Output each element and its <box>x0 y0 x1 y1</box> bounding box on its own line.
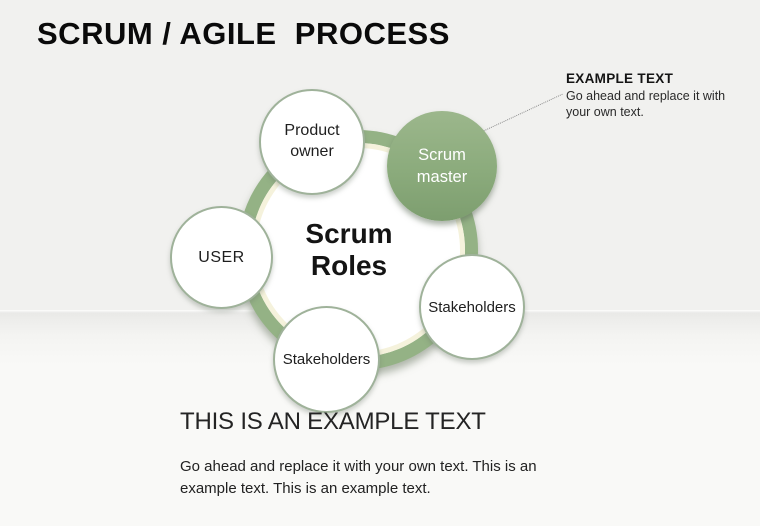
hub-label: Scrum Roles <box>305 217 393 281</box>
callout-body: Go ahead and replace it with your own te… <box>566 89 726 120</box>
callout: EXAMPLE TEXT Go ahead and replace it wit… <box>566 71 741 121</box>
node-scrum-master: Scrum master <box>387 111 497 221</box>
node-stakeholders-bottom: Stakeholders <box>273 306 380 413</box>
node-product-owner: Product owner <box>259 89 365 195</box>
node-scrum-master-label: Scrum master <box>416 145 468 186</box>
callout-heading: EXAMPLE TEXT <box>566 71 674 86</box>
node-stakeholders-right-label: Stakeholders <box>428 298 516 316</box>
node-user: USER <box>170 206 273 309</box>
node-user-label: USER <box>198 248 245 266</box>
node-stakeholders-bottom-label: Stakeholders <box>282 351 371 368</box>
node-stakeholders-right: Stakeholders <box>419 254 525 360</box>
footer-body: Go ahead and replace it with your own te… <box>180 458 537 497</box>
page-title: SCRUM / AGILE PROCESS <box>37 16 450 51</box>
node-product-owner-label: Product owner <box>284 122 340 160</box>
footer-heading: THIS IS AN EXAMPLE TEXT <box>180 408 486 435</box>
